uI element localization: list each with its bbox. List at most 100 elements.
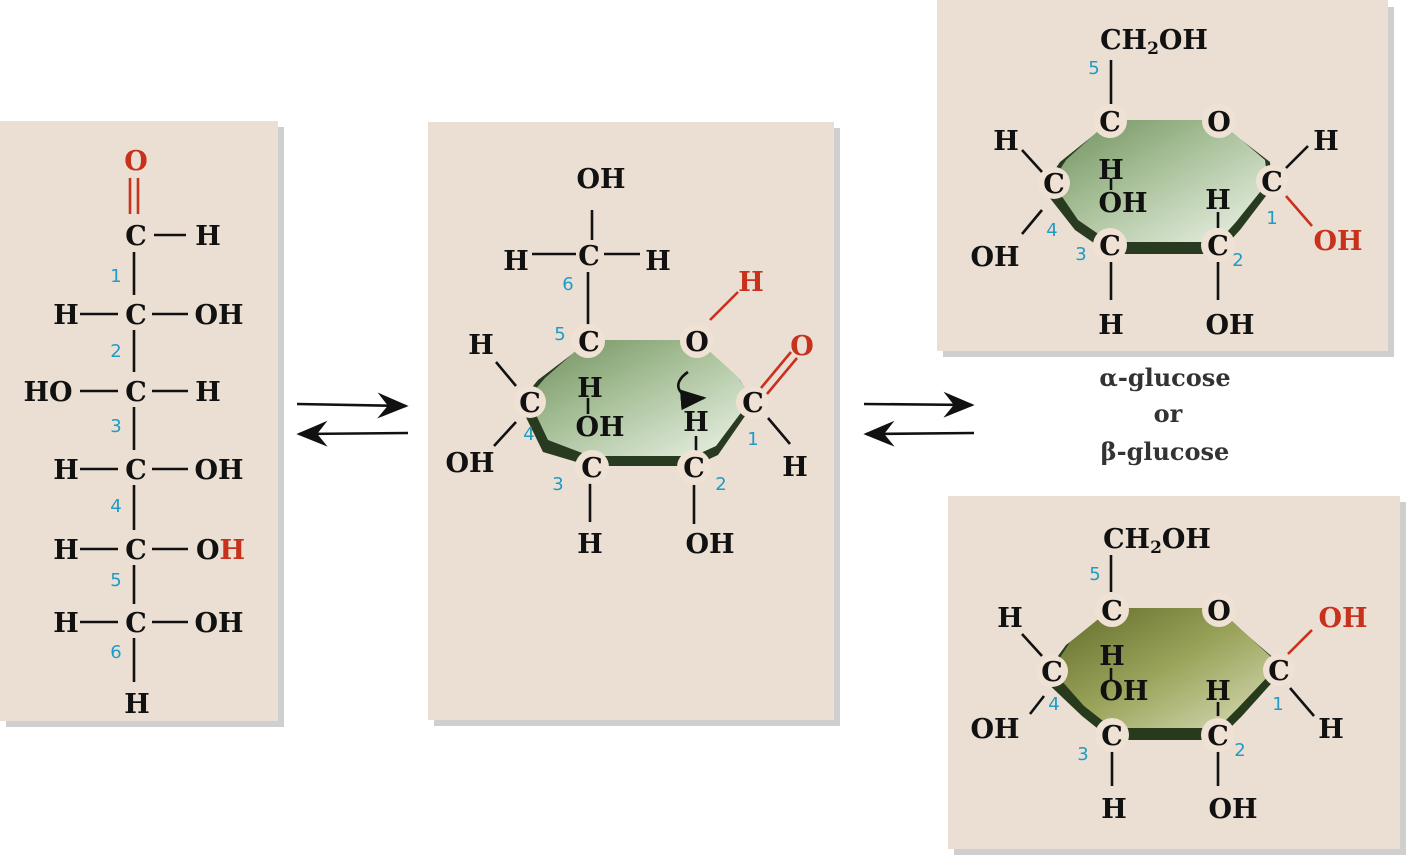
open-chain-c2-right: OH <box>194 300 243 331</box>
carbon-number-6: 6 <box>110 642 121 663</box>
intermediate-c6-left-h: H <box>503 246 529 277</box>
carbon-number-1: 1 <box>747 429 758 450</box>
intermediate-c3-down-h: H <box>577 529 603 560</box>
intermediate-carbonyl-oxygen: O <box>790 331 814 362</box>
reactive-hydrogen: H <box>220 535 246 566</box>
open-chain-c2: C <box>125 300 147 331</box>
alpha-c4-hydroxyl: OH <box>970 242 1019 273</box>
alpha-glucose-panel: CH2OH 5 C O H C 4 OH H OH C 3 H H C 2 OH… <box>937 0 1394 357</box>
open-chain-c3: C <box>125 377 147 408</box>
intermediate-reactive-hydrogen: H <box>738 267 764 298</box>
alpha-anomeric-hydroxyl: OH <box>1313 226 1362 257</box>
carbon-number-5: 5 <box>554 324 565 345</box>
open-chain-c5-left: H <box>53 535 79 566</box>
beta-carbon-number-5: 5 <box>1089 564 1100 585</box>
caption-or: or <box>1154 399 1183 428</box>
intermediate-c6: C <box>578 241 600 272</box>
alpha-c2: C <box>1207 231 1229 262</box>
beta-carbon-number-4: 4 <box>1048 694 1059 715</box>
beta-c2-hydroxyl: OH <box>1208 794 1257 825</box>
beta-c4: C <box>1041 657 1063 688</box>
open-chain-c4-right: OH <box>194 455 243 486</box>
beta-c4-top-h: H <box>997 603 1023 634</box>
alpha-ch2oh: CH2OH <box>1100 25 1208 59</box>
open-chain-c3-right: H <box>195 377 221 408</box>
alpha-c3: C <box>1099 231 1121 262</box>
beta-c2: C <box>1207 721 1229 752</box>
beta-c3-up-hydroxyl: OH <box>1099 676 1148 707</box>
beta-ring-oxygen: O <box>1207 596 1231 627</box>
beta-c3-down-h: H <box>1101 794 1127 825</box>
beta-c5: C <box>1101 596 1123 627</box>
beta-c5-down-h: H <box>1099 641 1125 672</box>
open-chain-c6: C <box>125 608 147 639</box>
intermediate-c3-up-hydroxyl: OH <box>575 412 624 443</box>
beta-ch2oh-subscript: 2 <box>1150 538 1162 558</box>
beta-carbon-number-2: 2 <box>1234 740 1245 761</box>
equilibrium-arrows-2 <box>863 391 975 447</box>
alpha-carbon-number-3: 3 <box>1075 244 1086 265</box>
aldehyde-oxygen: O <box>124 146 148 177</box>
alpha-c3-down-h: H <box>1098 310 1124 341</box>
alpha-carbon-number-1: 1 <box>1266 208 1277 229</box>
intermediate-panel: OH H C H 6 C 5 O H H C 4 OH H OH C 3 H H… <box>428 122 840 726</box>
alpha-ring-oxygen: O <box>1207 107 1231 138</box>
intermediate-c5-down-h: H <box>577 373 603 404</box>
intermediate-c4: C <box>519 388 541 419</box>
open-chain-c6-right: OH <box>194 608 243 639</box>
intermediate-c2: C <box>683 453 705 484</box>
beta-anomeric-hydroxyl: OH <box>1318 603 1367 634</box>
open-chain-bottom-h: H <box>124 689 150 720</box>
beta-c1: C <box>1268 656 1290 687</box>
caption-beta-glucose: β-glucose <box>1101 437 1230 466</box>
alpha-c3-up-hydroxyl: OH <box>1098 188 1147 219</box>
open-chain-c1: C <box>125 221 147 252</box>
beta-glucose-panel: CH2OH 5 C O H C 4 OH H OH C 3 H H C 2 OH… <box>948 496 1406 855</box>
beta-ch2oh-ch: CH <box>1103 524 1150 555</box>
alpha-c4: C <box>1043 169 1065 200</box>
alpha-carbon-number-2: 2 <box>1232 250 1243 271</box>
beta-c2-up-h: H <box>1205 676 1231 707</box>
intermediate-c2-up-h: H <box>683 407 709 438</box>
intermediate-c2-hydroxyl: OH <box>685 529 734 560</box>
intermediate-c4-top-h: H <box>468 330 494 361</box>
open-chain-c6-left: H <box>53 608 79 639</box>
alpha-ch2oh-ch: CH <box>1100 25 1147 56</box>
carbon-number-4: 4 <box>110 496 121 517</box>
open-chain-panel: O C H 1 H C OH 2 HO C H 3 H C OH 4 H C O… <box>0 121 284 727</box>
intermediate-c6-right-h: H <box>645 246 671 277</box>
open-chain-c1-h: H <box>195 221 221 252</box>
beta-c4-hydroxyl: OH <box>970 714 1019 745</box>
open-chain-c5-hydroxyl: OH <box>196 535 245 566</box>
beta-c1-bottom-h: H <box>1318 714 1344 745</box>
carbon-number-3: 3 <box>552 474 563 495</box>
carbon-number-2: 2 <box>110 341 121 362</box>
intermediate-c4-hydroxyl: OH <box>445 448 494 479</box>
alpha-carbon-number-5: 5 <box>1088 58 1099 79</box>
carbon-number-5: 5 <box>110 570 121 591</box>
alpha-c2-hydroxyl: OH <box>1205 310 1254 341</box>
intermediate-c5: C <box>578 327 600 358</box>
carbon-number-1: 1 <box>110 266 121 287</box>
open-chain-c4-left: H <box>53 455 79 486</box>
intermediate-c3: C <box>581 453 603 484</box>
alpha-c1-top-h: H <box>1313 126 1339 157</box>
alpha-c2-up-h: H <box>1205 185 1231 216</box>
beta-ch2oh: CH2OH <box>1103 524 1211 558</box>
open-chain-c5: C <box>125 535 147 566</box>
carbon-number-2: 2 <box>715 474 726 495</box>
beta-ch2oh-oh: OH <box>1162 524 1211 555</box>
open-chain-c5-o: O <box>196 535 220 566</box>
carbon-number-4: 4 <box>523 424 534 445</box>
intermediate-top-hydroxyl: OH <box>576 164 625 195</box>
intermediate-ring-oxygen: O <box>685 327 709 358</box>
anomer-caption: α-glucose or β-glucose <box>1099 363 1230 466</box>
intermediate-c1-h: H <box>782 452 808 483</box>
carbon-number-3: 3 <box>110 416 121 437</box>
alpha-ch2oh-oh: OH <box>1159 25 1208 56</box>
open-chain-c2-left: H <box>53 300 79 331</box>
open-chain-c3-left: HO <box>23 377 72 408</box>
alpha-c5-down-h: H <box>1098 155 1124 186</box>
equilibrium-arrows-1 <box>296 392 409 447</box>
beta-c3: C <box>1101 721 1123 752</box>
